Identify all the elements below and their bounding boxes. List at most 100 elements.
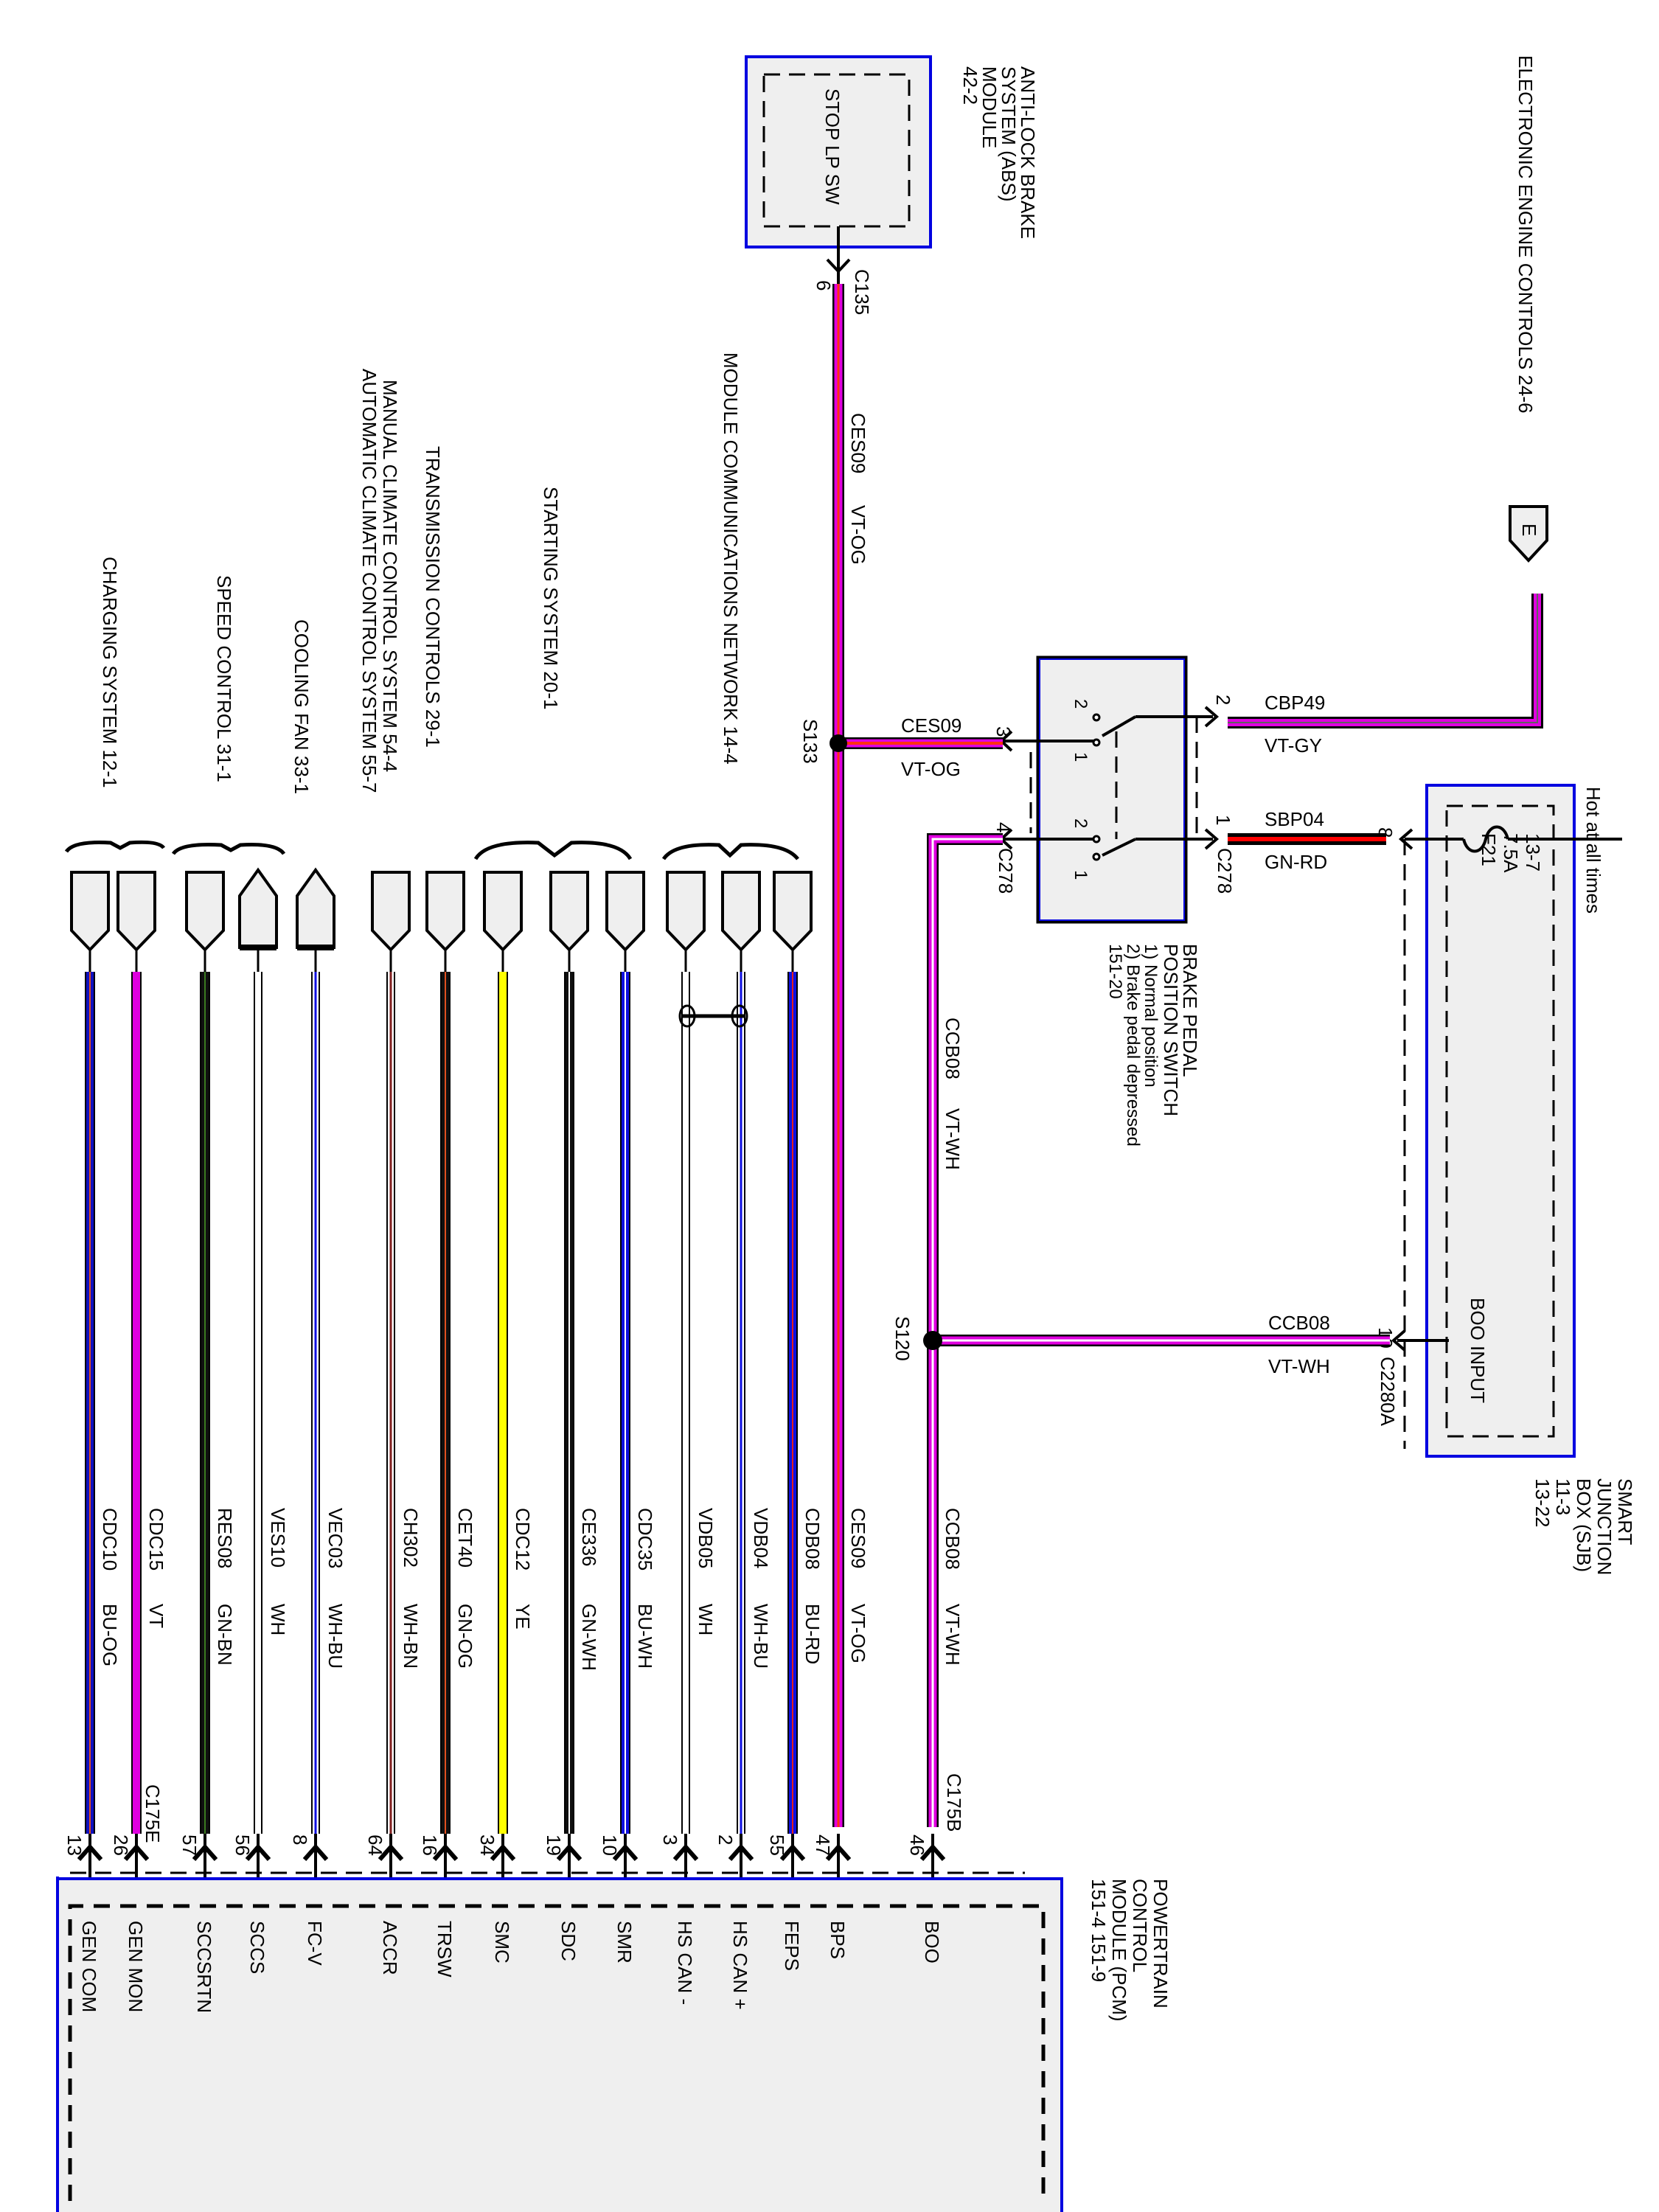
pcm-connector-icon[interactable] <box>192 1843 218 1861</box>
pcm-connector-icon[interactable] <box>919 1843 946 1861</box>
inline-connector-icon[interactable] <box>666 871 706 952</box>
inline-connector-icon[interactable] <box>116 871 156 952</box>
system-label-automatic-climate: AUTOMATIC CLIMATE CONTROL SYSTEM 55-7 <box>358 369 380 793</box>
brake-pedal-switch[interactable]: 2 1 2 1 <box>1003 655 1213 924</box>
inline-connector-icon[interactable] <box>70 871 110 952</box>
pcm-connector-icon[interactable] <box>302 1843 329 1861</box>
svg-text:151-20: 151-20 <box>1105 944 1125 999</box>
abs-pin: 6 <box>813 280 835 291</box>
pcm-connector-icon[interactable] <box>245 1843 271 1861</box>
inline-connector-icon[interactable] <box>371 871 411 952</box>
inline-connector-icon[interactable] <box>185 871 225 952</box>
inline-connector-icon[interactable] <box>549 871 589 952</box>
inline-connector-icon[interactable] <box>238 867 278 949</box>
pcm-connector-icon[interactable] <box>779 1843 806 1861</box>
inline-connector-icon[interactable] <box>296 867 335 949</box>
pcm-title: POWERTRAIN CONTROL MODULE (PCM) 151-4 15… <box>1088 1879 1172 2022</box>
pcm-connector-icon[interactable] <box>556 1843 582 1861</box>
switch-pin-3: 3 <box>992 726 1015 737</box>
pcm-pin-number: 16 <box>419 1834 441 1856</box>
pcm-connector-icon[interactable] <box>825 1843 852 1861</box>
splice-s133-label: S133 <box>799 719 821 764</box>
svg-text:JUNCTION: JUNCTION <box>1593 1478 1615 1575</box>
twisted-pair-end[interactable] <box>731 1004 748 1028</box>
pcm-pin-number: 26 <box>110 1834 132 1856</box>
sjb-title: SMART JUNCTION BOX (SJB) 11-3 13-22 <box>1531 1478 1636 1575</box>
pcm-connector-icon[interactable] <box>490 1843 516 1861</box>
wire-color-label: GN-OG <box>454 1604 476 1669</box>
wire-circuit-label: CDC15 <box>145 1508 167 1571</box>
pcm-connector-icon[interactable] <box>378 1843 404 1861</box>
pcm-connector-icon[interactable] <box>77 1843 103 1861</box>
svg-text:Hot at all times: Hot at all times <box>1582 787 1604 914</box>
pcm-connector-icon[interactable] <box>612 1843 639 1861</box>
cbp49-color: VT-GY <box>1265 734 1322 757</box>
wire-ccb08[interactable] <box>927 833 1003 1827</box>
switch-pin-1: 1 <box>1212 815 1234 825</box>
pcm-pin-number: 10 <box>599 1834 621 1856</box>
pcm-pin-number: 13 <box>63 1834 86 1856</box>
wire-circuit-label: CET40 <box>454 1508 476 1568</box>
abs-module[interactable]: STOP LP SW ANTI-LOCK BRAKE SYSTEM (ABS) … <box>745 55 1039 248</box>
sjb-module[interactable]: Hot at all times F21 7.5A 13-7 BOO INPUT… <box>1425 784 1636 1575</box>
svg-text:BRAKE PEDAL: BRAKE PEDAL <box>1179 944 1201 1077</box>
inline-connector-icon[interactable] <box>483 871 523 952</box>
wire-color-label: GN-BN <box>214 1604 236 1666</box>
twisted-pair-end[interactable] <box>678 1004 696 1028</box>
pcm-connector-c175e: C175E <box>142 1784 164 1843</box>
switch-pin-2: 2 <box>1212 695 1234 705</box>
pcm-signal-label: SCCS <box>246 1921 268 1974</box>
fuse-icon <box>1462 825 1509 853</box>
pcm-connector-c175b: C175B <box>943 1773 965 1832</box>
svg-text:MODULE (PCM): MODULE (PCM) <box>1108 1879 1130 2022</box>
pcm-connector-icon[interactable] <box>672 1843 699 1861</box>
pcm-module[interactable] <box>56 1871 1063 2212</box>
pcm-signal-label: GEN MON <box>125 1921 147 2012</box>
inline-connector-icon[interactable] <box>425 871 465 952</box>
svg-text:151-4 151-9: 151-4 151-9 <box>1088 1879 1110 1982</box>
wire-color-label: WH-BN <box>400 1604 422 1669</box>
switch-pin-4: 4 <box>992 822 1015 832</box>
eec-title: ELECTRONIC ENGINE CONTROLS 24-6 <box>1514 55 1537 413</box>
splice-s120[interactable] <box>923 1331 942 1350</box>
wire-color-label: GN-WH <box>578 1604 600 1671</box>
wire-circuit-label: CDC10 <box>99 1508 121 1571</box>
splice-s133[interactable] <box>830 734 847 752</box>
wire-cbp49[interactable] <box>1228 594 1543 728</box>
pcm-connector-icon[interactable] <box>123 1843 150 1861</box>
wire-color-label: BU-WH <box>634 1604 656 1669</box>
abs-connector-label: C135 <box>851 269 873 315</box>
pcm-signal-label: SDC <box>557 1921 580 1961</box>
inline-connector-icon[interactable] <box>605 871 645 952</box>
system-brackets <box>64 840 799 860</box>
sjb-connector-c2280a: C2280A <box>1377 1357 1399 1427</box>
wire-color-label: YE <box>512 1604 534 1630</box>
pcm-connector-icon[interactable] <box>728 1843 754 1861</box>
inline-connector-icon[interactable] <box>721 871 761 952</box>
ces09-branch-circuit: CES09 <box>901 714 961 737</box>
ces09-branch-color: VT-OG <box>901 758 961 780</box>
inline-connector-icon[interactable] <box>773 871 813 952</box>
pcm-pin-number: 56 <box>232 1834 254 1856</box>
eec-connector[interactable]: E <box>1509 505 1548 563</box>
svg-text:SYSTEM (ABS): SYSTEM (ABS) <box>998 66 1020 201</box>
pcm-connector-icon[interactable] <box>432 1843 459 1861</box>
eec-connector-letter: E <box>1518 524 1540 536</box>
svg-text:13-22: 13-22 <box>1531 1478 1554 1528</box>
pcm-signal-label: GEN COM <box>78 1921 100 2012</box>
